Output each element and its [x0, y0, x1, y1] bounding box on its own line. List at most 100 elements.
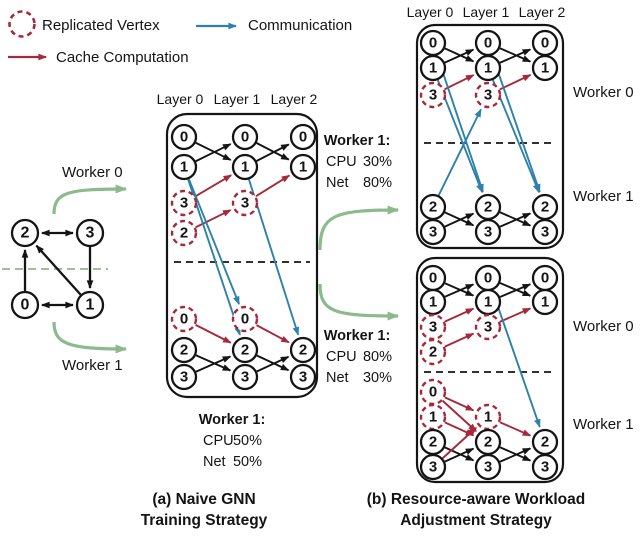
vertex-label: 0 [541, 35, 549, 52]
vertex-label: 0 [429, 270, 437, 287]
vertex-label: 2 [241, 342, 249, 359]
vertex-label: 3 [180, 195, 188, 212]
vertex-label: 2 [484, 434, 492, 451]
panel-b-layer2-header: Layer 2 [519, 4, 566, 20]
vertex-3 [231, 363, 259, 391]
vertex-3 [75, 218, 105, 248]
vertex-0-replicated [231, 305, 259, 333]
vertex-label: 1 [484, 60, 492, 77]
vertex-label: 3 [541, 459, 549, 476]
vertex-label: 2 [484, 199, 492, 216]
vertex-3 [289, 363, 317, 391]
vertex-label: 3 [484, 459, 492, 476]
vertex-label: 3 [484, 319, 492, 336]
vertex-label: 3 [484, 224, 492, 241]
vertex-label: 1 [541, 294, 549, 311]
replicated-vertex-icon [8, 10, 36, 38]
vertex-label: 0 [541, 270, 549, 287]
vertex-3 [474, 453, 502, 481]
input-worker0-label: Worker 0 [62, 164, 123, 181]
aggregate-arrow [256, 354, 290, 372]
middle-bottom-cpu-label: CPU [326, 349, 357, 365]
vertex-label: 1 [180, 159, 188, 176]
aggregate-arrow [499, 212, 532, 228]
aggregate-arrow [444, 211, 475, 227]
legend-cache-label: Cache Computation [56, 49, 189, 66]
panel-b-top-box [415, 23, 565, 250]
vertex-label: 3 [180, 369, 188, 386]
aggregate-arrow [35, 244, 82, 296]
vertex-label: 1 [429, 294, 437, 311]
aggregate-arrow [499, 446, 532, 462]
to-panel-b-top-arrow [318, 205, 400, 251]
aggregate-arrow [499, 48, 532, 64]
communication-arrow [436, 55, 484, 193]
communication-arrow [491, 54, 541, 193]
aggregate-arrow [256, 143, 290, 162]
panel-a-layer1-header: Layer 1 [214, 91, 261, 107]
cache-arrow [194, 174, 233, 198]
middle-bottom-cpu-value: 80% [363, 349, 392, 365]
cache-arrow [441, 400, 477, 432]
vertex-0 [231, 123, 259, 151]
aggregate-arrow [444, 447, 475, 463]
aggregate-arrow [444, 282, 475, 297]
aggregate-arrow [499, 282, 532, 297]
panel-b-top-worker0-label: Worker 0 [573, 84, 634, 101]
aggregate-arrow [499, 211, 532, 227]
panel-b-layer1-header: Layer 1 [463, 4, 510, 20]
vertex-3-replicated [419, 81, 447, 109]
panel-a-cpu-value: 50% [233, 433, 262, 449]
vertex-3 [531, 453, 559, 481]
vertex-label: 0 [429, 384, 437, 401]
vertex-label: 2 [299, 342, 307, 359]
cache-arrow [444, 332, 475, 348]
vertex-label: 2 [180, 225, 188, 242]
vertex-label: 0 [241, 129, 249, 146]
vertex-label: 2 [429, 199, 437, 216]
vertex-label: 2 [541, 434, 549, 451]
panel-a-cpu-label: CPU [203, 433, 234, 449]
vertex-label: 0 [180, 129, 188, 146]
panel-a-stats-title: Worker 1: [199, 412, 266, 428]
middle-bottom-net-label: Net [326, 370, 349, 386]
aggregate-arrow [444, 212, 475, 228]
aggregate-arrow [195, 143, 232, 163]
aggregate-arrow [256, 355, 290, 373]
vertex-2 [289, 336, 317, 364]
aggregate-arrow [444, 48, 475, 64]
vertex-label: 3 [429, 459, 437, 476]
vertex-3-replicated [474, 81, 502, 109]
to-panel-b-bottom-arrow [318, 283, 400, 321]
panel-b-bottom-box [415, 256, 565, 484]
vertex-label: 0 [484, 35, 492, 52]
panel-b-caption-line2: Adjustment Strategy [400, 512, 552, 529]
middle-bottom-stats-title: Worker 1: [324, 328, 391, 344]
vertex-label: 0 [21, 297, 30, 314]
vertex-0 [10, 290, 40, 320]
cache-arrow [441, 427, 477, 459]
vertex-0 [289, 123, 317, 151]
communication-arrow [187, 178, 240, 306]
cache-arrow [499, 307, 532, 323]
aggregate-arrow [499, 47, 532, 63]
panel-a-layer2-header: Layer 2 [271, 91, 318, 107]
legend-replicated-label: Replicated Vertex [42, 17, 160, 34]
panel-b-layer0-header: Layer 0 [407, 4, 454, 20]
vertex-3 [419, 453, 447, 481]
vertex-label: 1 [541, 60, 549, 77]
aggregate-arrow [195, 354, 232, 372]
vertex-2-replicated [419, 338, 447, 366]
panel-a-caption-line1: (a) Naive GNN [152, 491, 255, 508]
aggregate-arrow [444, 446, 475, 462]
vertex-1 [289, 153, 317, 181]
cache-arrow [499, 73, 532, 91]
legend: Replicated Vertex Communication Cache Co… [8, 10, 352, 66]
vertex-1 [231, 153, 259, 181]
vertex-1 [419, 54, 447, 82]
vertex-3-replicated [170, 189, 198, 217]
cache-arrow [444, 307, 475, 323]
